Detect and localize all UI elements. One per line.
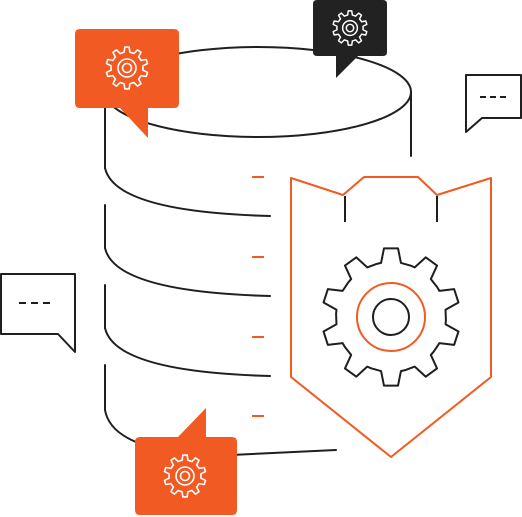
gear-icon xyxy=(105,46,149,90)
database-tier-2 xyxy=(104,247,271,297)
chat-bubble-icon xyxy=(313,0,387,78)
chat-bubble-icon xyxy=(75,29,179,138)
gear-icon xyxy=(163,454,207,498)
database-tier-1 xyxy=(104,167,271,217)
gear-icon xyxy=(322,247,460,387)
tier-dashes xyxy=(252,176,264,417)
chat-bubble-icon xyxy=(465,74,522,133)
chat-bubble-icon xyxy=(135,408,237,515)
database-tier-3 xyxy=(104,327,271,377)
gear-icon xyxy=(332,10,368,46)
chat-bubble-icon xyxy=(0,273,76,353)
